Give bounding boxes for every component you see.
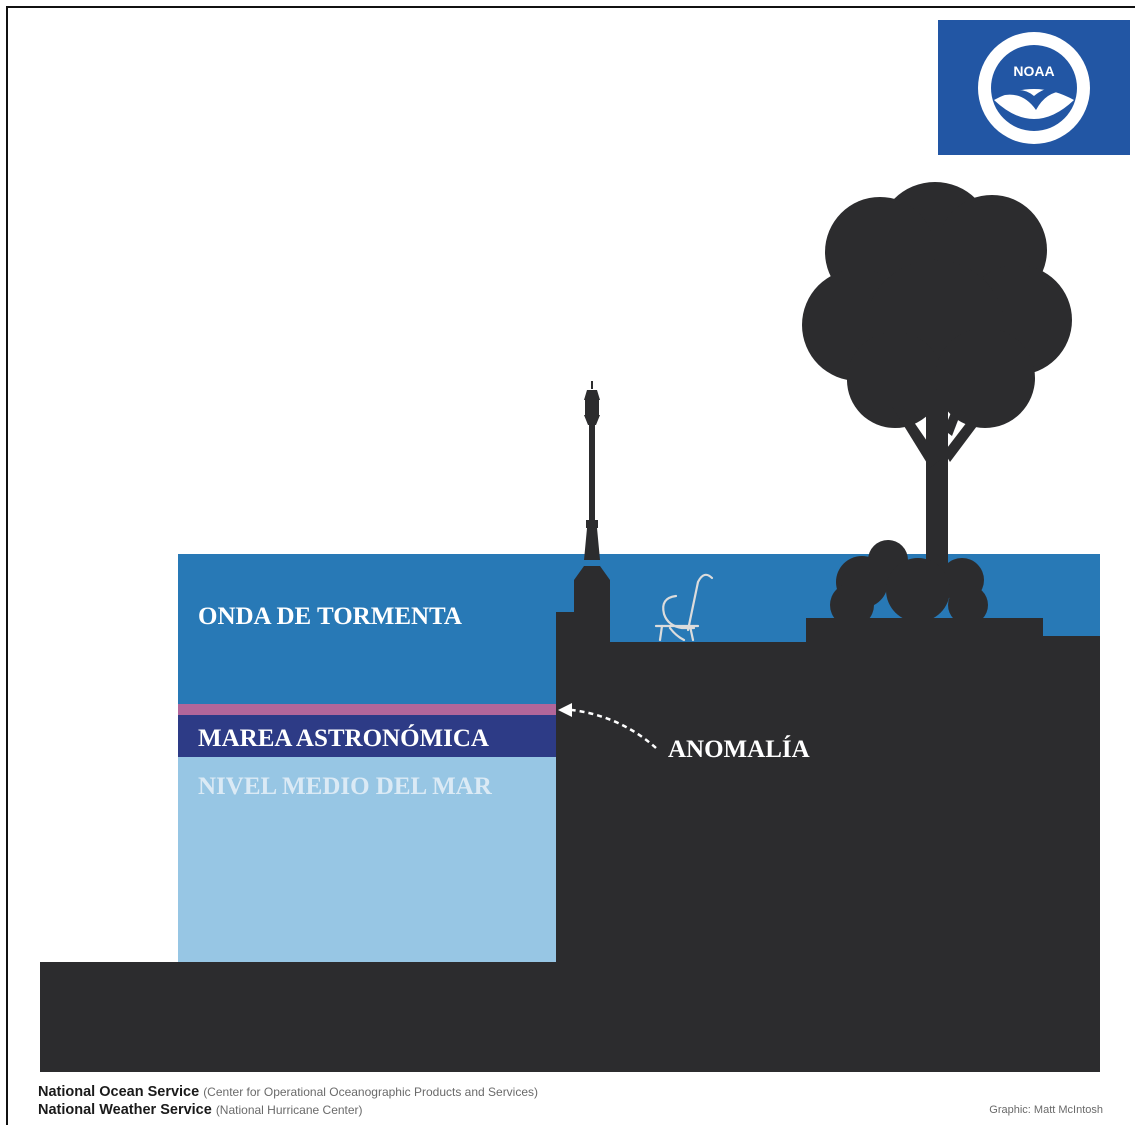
credit-sub-nhc: (National Hurricane Center) [215, 1103, 363, 1117]
image-frame [6, 6, 1135, 1125]
credit-org-nws: National Weather Service [38, 1102, 212, 1118]
credit-sub-coops: (Center for Operational Oceanographic Pr… [203, 1085, 539, 1099]
credit-org-nos: National Ocean Service [38, 1084, 200, 1100]
astronomical-tide-label: MAREA ASTRONÓMICA [198, 724, 489, 752]
bench-icon [654, 573, 714, 642]
mean-sea-level-label: NIVEL MEDIO DEL MAR [198, 773, 493, 800]
tree-icon [802, 182, 1072, 595]
noaa-wordmark: NOAA [1013, 63, 1054, 79]
anomaly-arrow [558, 703, 657, 749]
graphic-credit: Graphic: Matt McIntosh [989, 1104, 1103, 1116]
land-silhouette [40, 566, 1100, 1072]
mean-sea-level-band [178, 757, 556, 963]
astronomical-tide-band [178, 715, 556, 757]
anomaly-label: ANOMALÍA [668, 735, 810, 763]
noaa-logo: NOAA [938, 20, 1130, 155]
street-lamp-icon [584, 381, 600, 560]
credit-line-ocean-service: National Ocean Service(Center for Operat… [38, 1083, 538, 1101]
credit-line-weather-service: National Weather Service(National Hurric… [38, 1101, 363, 1119]
bush-icon [830, 540, 988, 627]
anomaly-band [178, 704, 556, 715]
storm-surge-label: ONDA DE TORMENTA [198, 603, 462, 630]
